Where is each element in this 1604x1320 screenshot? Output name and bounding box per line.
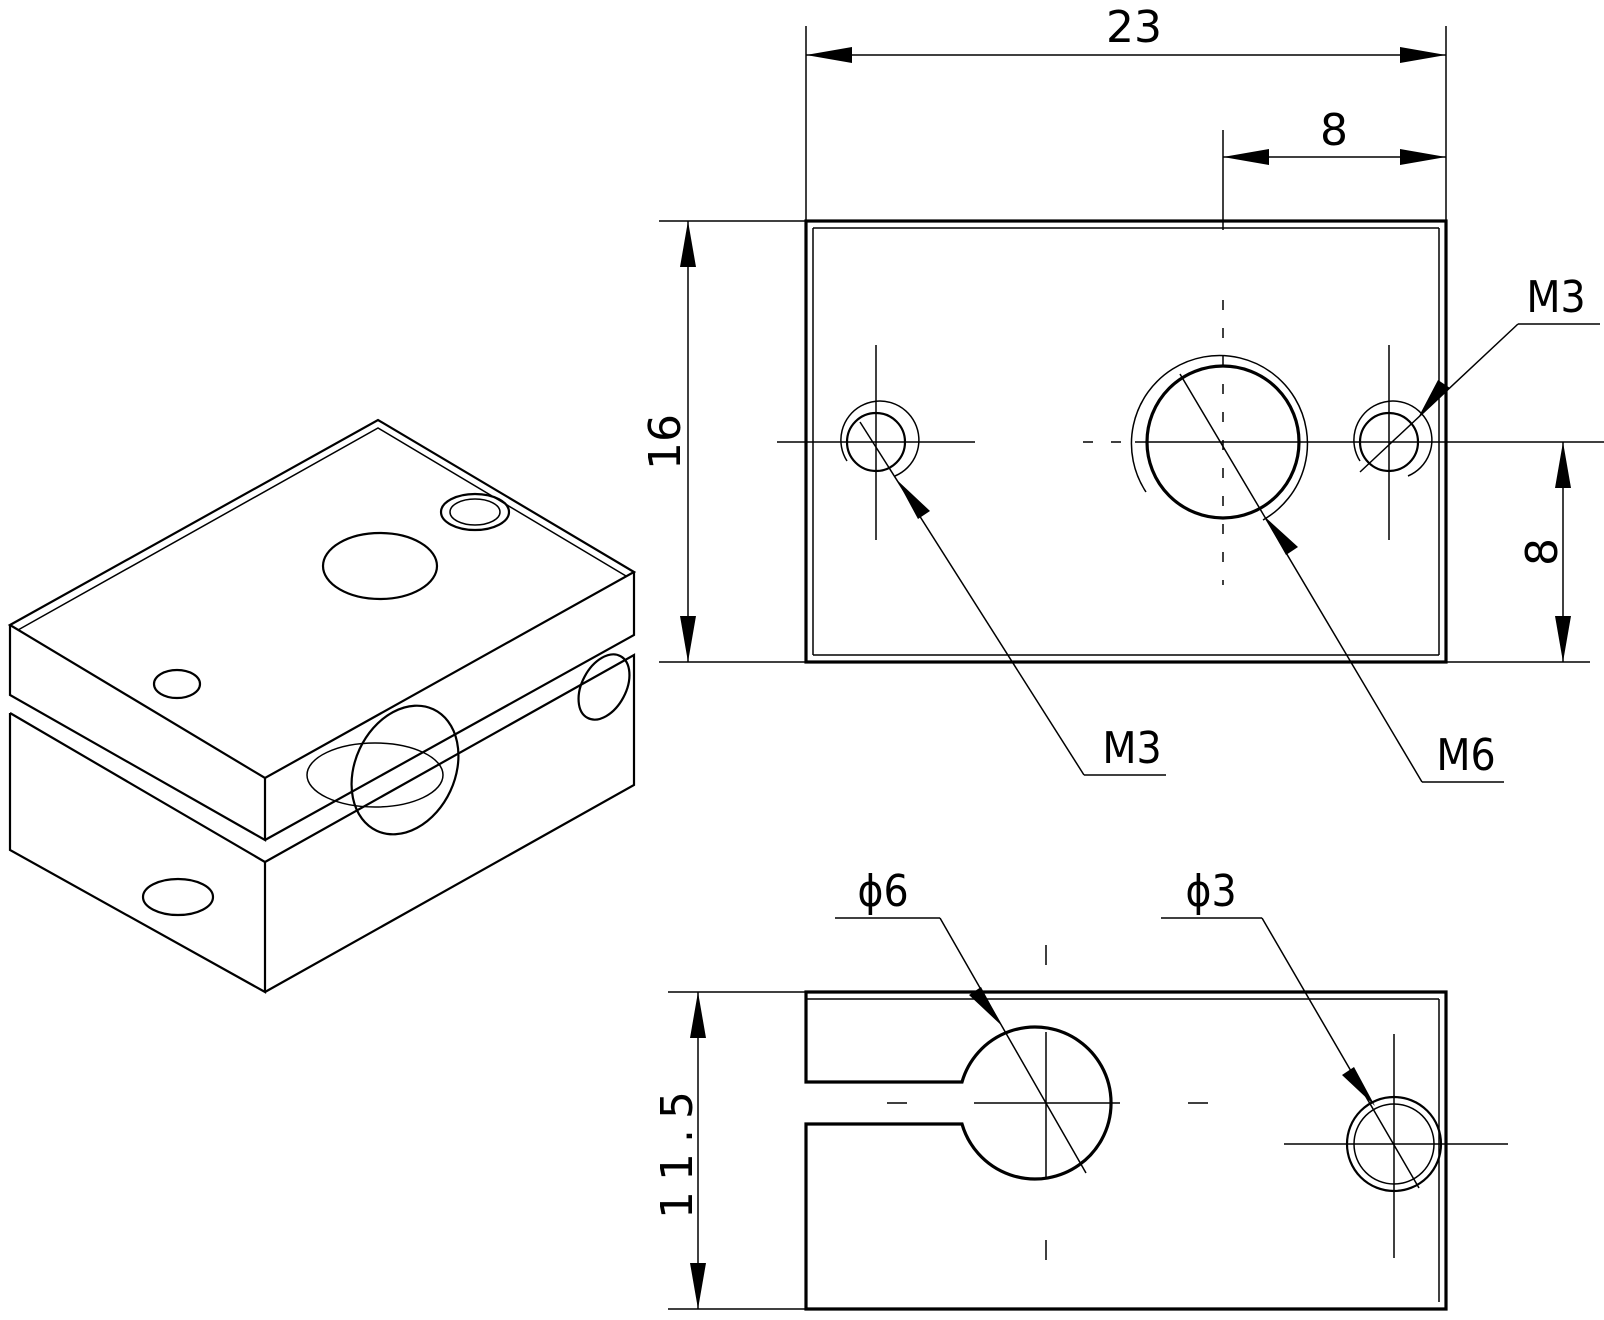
dim-23-arrow-right bbox=[1400, 47, 1446, 63]
dim-16-arrow-top bbox=[680, 221, 696, 267]
iso-side-hole-right bbox=[577, 653, 631, 721]
callout-m6-arrow bbox=[1264, 516, 1298, 555]
callout-m3-left-label: M3 bbox=[1102, 723, 1161, 774]
callout-d3-arrow bbox=[1342, 1067, 1375, 1106]
side-view-outline bbox=[804, 990, 1448, 1311]
dim-8-arrow-right bbox=[1400, 149, 1446, 165]
callout-m3-left-arrow bbox=[897, 480, 930, 519]
callout-d6-leader bbox=[939, 917, 1087, 1174]
side-view: 11.5 ϕ6 ϕ3 bbox=[652, 866, 1508, 1311]
dim-115-arrow-top bbox=[690, 992, 706, 1038]
iso-upper-top-inner-edge bbox=[17, 427, 627, 631]
m6-hole-thread bbox=[1130, 354, 1309, 521]
callout-m3-left-leader bbox=[859, 421, 1085, 776]
dim-8v-arrow-top bbox=[1555, 442, 1571, 488]
callout-d3-label: ϕ3 bbox=[1185, 866, 1236, 917]
callout-m3-right-label: M3 bbox=[1526, 272, 1585, 323]
isometric-view bbox=[7, 418, 637, 994]
iso-bore-inner bbox=[306, 742, 444, 808]
iso-m6-hole bbox=[321, 531, 439, 601]
iso-side-hole-front bbox=[141, 877, 215, 917]
callout-m6-label: M6 bbox=[1436, 730, 1495, 781]
iso-m3-hole-small bbox=[152, 668, 202, 700]
callout-d6-label: ϕ6 bbox=[857, 866, 908, 917]
callout-d3-leader bbox=[1261, 917, 1420, 1189]
iso-m3-hole-top-inner bbox=[449, 498, 501, 526]
callout-d6-arrow bbox=[969, 987, 1002, 1026]
callout-m6-leader bbox=[1179, 373, 1423, 783]
m3-hole-right-thread bbox=[1353, 400, 1433, 477]
dim-16-label: 16 bbox=[640, 414, 691, 470]
dim-23-label: 23 bbox=[1106, 2, 1162, 53]
iso-m3-hole-top-outer bbox=[439, 492, 511, 532]
iso-upper-top-face bbox=[7, 418, 637, 780]
iso-upper-right-face bbox=[264, 572, 636, 841]
dim-115-label: 11.5 bbox=[652, 1081, 703, 1219]
iso-lower-right-face bbox=[264, 653, 636, 993]
iso-upper-left-face bbox=[8, 625, 267, 842]
dim-23-arrow-left bbox=[806, 47, 852, 63]
dim-16-arrow-bottom bbox=[680, 616, 696, 662]
iso-bore-outer bbox=[350, 704, 460, 836]
callout-m3-right-arrow bbox=[1418, 380, 1450, 418]
dim-8v-label: 8 bbox=[1517, 538, 1568, 566]
dim-8v-arrow-bottom bbox=[1555, 616, 1571, 662]
m3-hole-left-thread bbox=[840, 400, 920, 477]
top-view: 23 8 16 8 M3 M3 M6 bbox=[640, 2, 1604, 783]
dim-8-arrow-left bbox=[1223, 149, 1269, 165]
dim-8-label: 8 bbox=[1320, 105, 1348, 156]
dim-115-arrow-bottom bbox=[690, 1263, 706, 1309]
